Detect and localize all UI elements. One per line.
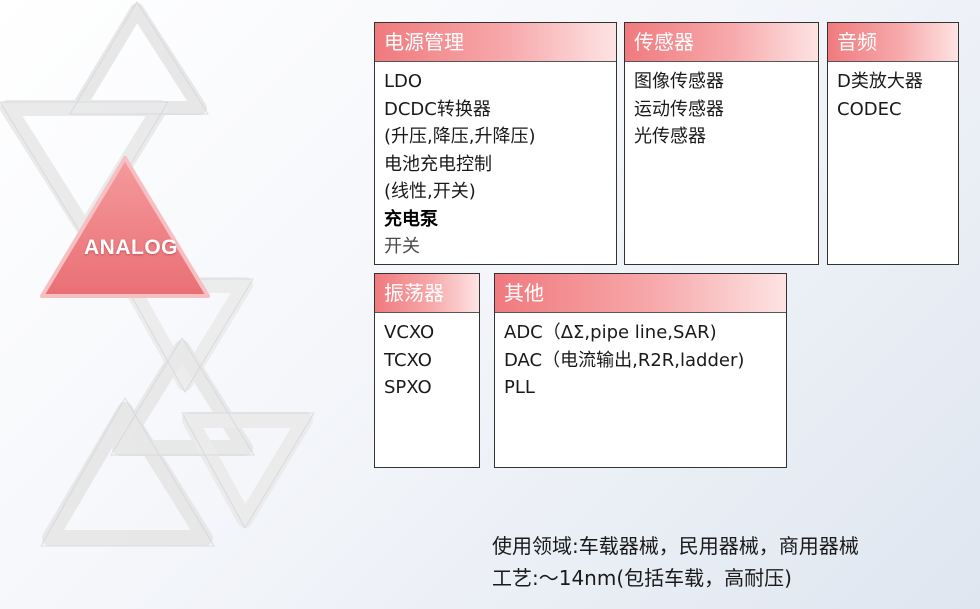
power-management-header: 电源管理	[375, 23, 616, 62]
application-fields-text: 使用领域:车载器械，民用器械，商用器械	[492, 534, 859, 558]
list-item: 运动传感器	[634, 98, 724, 120]
power-management-box: 电源管理 LDO DCDC转换器 (升压,降压,升降压) 电池充电控制 (线性,…	[374, 22, 617, 265]
list-item: (线性,开关)	[384, 181, 476, 202]
list-item: 图像传感器	[634, 71, 724, 92]
list-item: LDO	[384, 71, 423, 92]
list-item: 电池充电控制	[384, 153, 492, 175]
list-item: 充电泵	[384, 208, 438, 230]
audio-list: D类放大器 CODEC	[828, 62, 958, 123]
list-item: TCXO	[384, 349, 432, 371]
sensor-list: 图像传感器 运动传感器 光传感器	[625, 62, 818, 151]
list-item: ADC（ΔΣ,pipe line,SAR)	[504, 322, 717, 343]
audio-box: 音频 D类放大器 CODEC	[827, 22, 959, 265]
list-item: CODEC	[837, 98, 902, 120]
oscillator-header: 振荡器	[375, 274, 479, 313]
oscillator-list: VCXO TCXO SPXO	[375, 313, 479, 402]
process-text: 工艺:～14nm(包括车载，高耐压)	[492, 566, 792, 590]
other-box: 其他 ADC（ΔΣ,pipe line,SAR) DAC（电流输出,R2R,la…	[494, 273, 787, 468]
other-list: ADC（ΔΣ,pipe line,SAR) DAC（电流输出,R2R,ladde…	[495, 313, 786, 402]
list-item: 光传感器	[634, 126, 706, 147]
list-item: DCDC转换器	[384, 98, 491, 120]
list-item: PLL	[504, 377, 535, 398]
power-management-list: LDO DCDC转换器 (升压,降压,升降压) 电池充电控制 (线性,开关) 充…	[375, 62, 616, 261]
analog-badge-label: ANALOG	[84, 236, 178, 259]
list-item: 开关	[384, 236, 420, 257]
audio-header: 音频	[828, 23, 958, 62]
list-item: VCXO	[384, 322, 435, 343]
oscillator-box: 振荡器 VCXO TCXO SPXO	[374, 273, 480, 468]
triangle-decoration	[0, 1, 315, 547]
sensor-header: 传感器	[625, 23, 818, 62]
list-item: SPXO	[384, 377, 432, 398]
list-item: D类放大器	[837, 71, 923, 92]
sensor-box: 传感器 图像传感器 运动传感器 光传感器	[624, 22, 819, 265]
analog-triangle	[40, 156, 210, 298]
list-item: DAC（电流输出,R2R,ladder)	[504, 349, 745, 371]
list-item: (升压,降压,升降压)	[384, 126, 536, 147]
other-header: 其他	[495, 274, 786, 313]
